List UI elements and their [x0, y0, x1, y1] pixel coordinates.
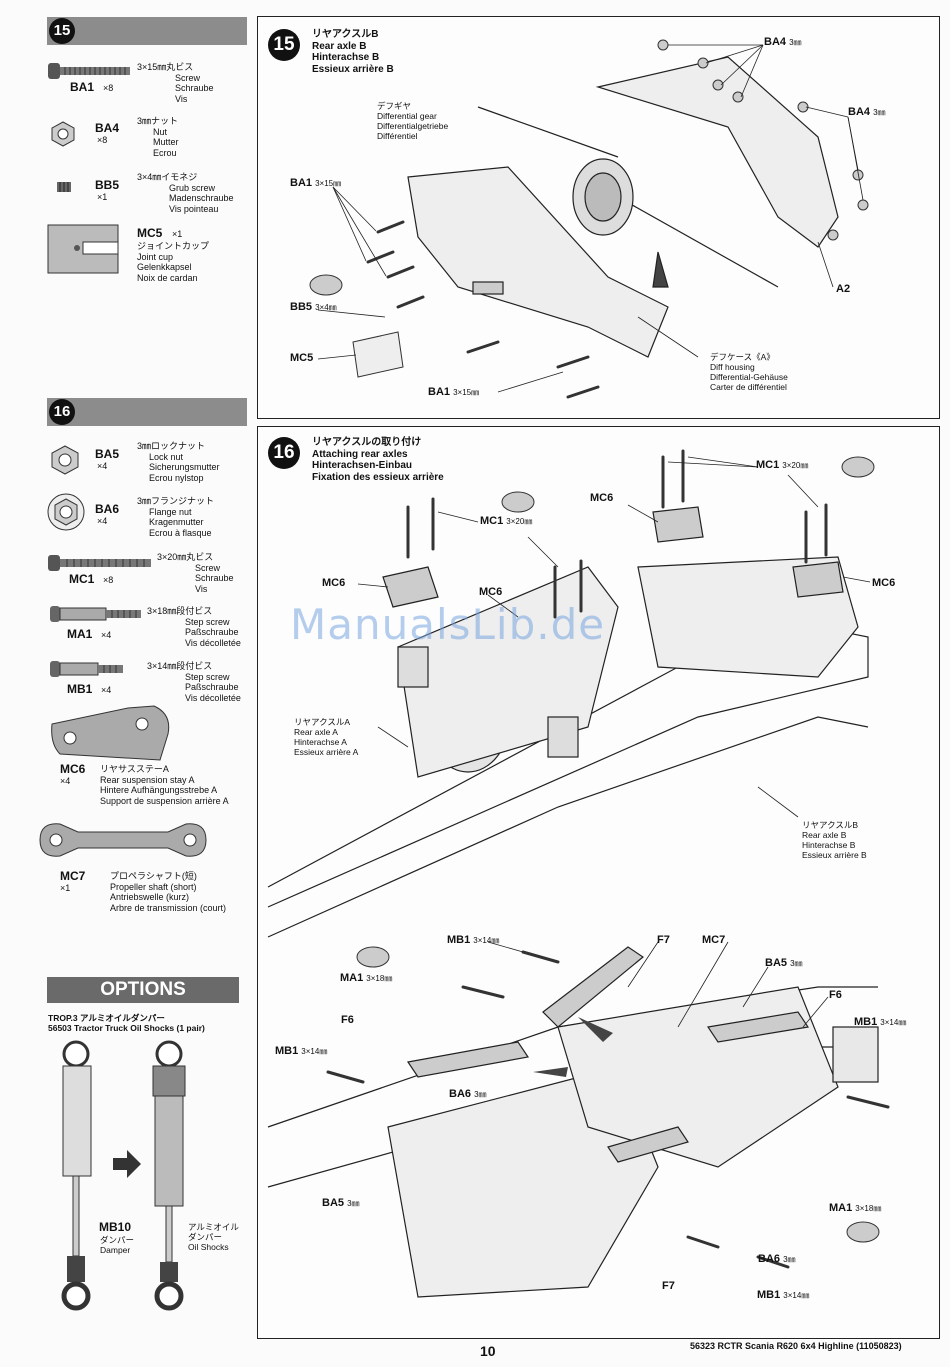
part-mc6-desc: リヤサスステーA Rear suspension stay A Hintere … — [100, 764, 229, 806]
mb1-step-screw-icon — [50, 661, 123, 677]
label-f6-right: F6 — [829, 989, 842, 1001]
part-ma1-desc: 3×18㎜段付ビス Step screw Paßschraube Vis déc… — [147, 606, 241, 648]
oil-shock-comparison-drawing — [61, 1040, 186, 1311]
mc7-propeller-shaft-icon — [39, 823, 207, 857]
options-description: TROP.3 アルミオイルダンパー 56503 Tractor Truck Oi… — [48, 1013, 205, 1033]
part-mc6-code: MC6 — [60, 762, 86, 776]
mc1-screw-icon — [48, 555, 151, 571]
label-rear-axle-a: リヤアクスルA Rear axle A Hinterachse A Essieu… — [294, 717, 359, 757]
label-mc1-left: MC1 3×20㎜ — [480, 515, 533, 527]
part-mc7-qty: ×1 — [60, 883, 71, 893]
label-mc7: MC7 — [702, 934, 726, 946]
ma1-step-screw-icon — [50, 606, 141, 622]
label-ba4-right: BA4 3㎜ — [848, 106, 886, 118]
product-code: 56323 RCTR Scania R620 6x4 Highline (110… — [690, 1341, 902, 1351]
label-a2: A2 — [836, 283, 851, 295]
label-ma1-bottom: MA1 3×18㎜ — [829, 1202, 882, 1214]
label-mc6-middle: MC6 — [479, 586, 503, 598]
bb5-grub-screw-icon — [57, 182, 71, 192]
option-mb10-code: MB10 — [99, 1220, 132, 1234]
label-mb1-right: MB1 3×14㎜ — [854, 1016, 907, 1028]
part-ba5-qty: ×4 — [97, 461, 108, 471]
step-16-title: リヤアクスルの取り付け Attaching rear axles Hintera… — [312, 437, 444, 483]
part-mc1-code: MC1 — [69, 572, 95, 586]
part-ba4-desc: 3㎜ナット Nut Mutter Ecrou — [137, 116, 179, 158]
label-mb1-bottom: MB1 3×14㎜ — [757, 1289, 810, 1301]
option-mb10-desc: ダンパー Damper — [100, 1235, 135, 1255]
part-bb5-desc: 3×4㎜イモネジ Grub screw Madenschraube Vis po… — [137, 172, 234, 214]
part-mc5-qty: ×1 — [172, 229, 183, 239]
ba5-lock-nut-icon — [51, 445, 79, 475]
part-bb5-qty: ×1 — [97, 192, 108, 202]
part-ba6-qty: ×4 — [97, 516, 108, 526]
label-mb1-left: MB1 3×14㎜ — [275, 1045, 328, 1057]
label-mb1-top: MB1 3×14㎜ — [447, 934, 500, 946]
part-ba6-code: BA6 — [95, 502, 120, 516]
options-heading: OPTIONS — [47, 977, 239, 1003]
label-ma1-top: MA1 3×18㎜ — [340, 972, 393, 984]
part-ba6-desc: 3㎜フランジナット Flange nut Kragenmutter Ecrou … — [137, 496, 215, 538]
step-15-title: リヤアクスルB Rear axle B Hinterachse B Essieu… — [312, 29, 394, 75]
ba1-screw-icon — [48, 63, 130, 79]
part-ba1-code: BA1 — [70, 80, 95, 94]
label-ba5-top: BA5 3㎜ — [765, 957, 803, 969]
label-f6-left: F6 — [341, 1014, 354, 1026]
page-number: 10 — [480, 1343, 496, 1359]
label-bb5: BB5 3×4㎜ — [290, 301, 337, 313]
part-ba1-qty: ×8 — [103, 83, 114, 93]
step-15-header: 15 — [47, 17, 247, 45]
part-ba1-desc: 3×15㎜丸ビス Screw Schraube Vis — [137, 62, 214, 104]
label-ba1-bottom: BA1 3×15㎜ — [428, 386, 480, 398]
step-16-big-number: 16 — [268, 437, 300, 469]
part-ma1-code: MA1 — [67, 627, 93, 641]
part-ba4-qty: ×8 — [97, 135, 108, 145]
manualslib-watermark: ManualsLib.de — [290, 600, 606, 649]
step-15-number: 15 — [49, 18, 75, 44]
label-mc6-left: MC6 — [322, 577, 346, 589]
label-diff-housing: デフケース《A》 Diff housing Differential-Gehäu… — [710, 352, 788, 392]
part-mb1-code: MB1 — [67, 682, 93, 696]
label-differential-gear: デフギヤ Differential gear Differentialgetri… — [377, 101, 449, 141]
option-aluminium-shock-desc: アルミオイル ダンパー Oil Shocks — [188, 1222, 239, 1252]
part-ba5-code: BA5 — [95, 447, 120, 461]
part-mc7-desc: プロペラシャフト(短) Propeller shaft (short) Antr… — [110, 871, 227, 913]
step-15-big-number: 15 — [268, 29, 300, 61]
part-mc1-desc: 3×20㎜丸ビス Screw Schraube Vis — [157, 552, 234, 594]
part-mc1-qty: ×8 — [103, 575, 114, 585]
ba4-nut-icon — [51, 121, 75, 147]
rear-axle-attachment-drawing — [267, 449, 890, 1298]
step-16-header: 16 — [47, 398, 247, 426]
label-f7-top: F7 — [657, 934, 670, 946]
part-ba5-desc: 3㎜ロックナット Lock nut Sicherungsmutter Ecrou… — [137, 441, 220, 483]
step-16-number: 16 — [49, 399, 75, 425]
label-ba1-left: BA1 3×15㎜ — [290, 177, 342, 189]
part-ba4-code: BA4 — [95, 121, 120, 135]
part-mc5-code: MC5 — [137, 226, 163, 240]
rear-axle-b-exploded-drawing — [309, 39, 869, 399]
label-mc5: MC5 — [290, 352, 314, 364]
ba6-flange-nut-icon — [47, 493, 85, 531]
label-rear-axle-b: リヤアクスルB Rear axle B Hinterachse B Essieu… — [802, 820, 867, 860]
part-mb1-desc: 3×14㎜段付ビス Step screw Paßschraube Vis déc… — [147, 661, 241, 703]
label-mc6-top: MC6 — [590, 492, 614, 504]
mc5-joint-cup-icon — [47, 224, 119, 274]
label-mc1-right: MC1 3×20㎜ — [756, 459, 809, 471]
mc6-suspension-stay-icon — [51, 705, 170, 761]
label-f7-bottom: F7 — [662, 1280, 675, 1292]
label-ba4-top: BA4 3㎜ — [764, 36, 802, 48]
label-ba5-bottom: BA5 3㎜ — [322, 1197, 360, 1209]
part-ma1-qty: ×4 — [101, 630, 112, 640]
label-ba6-middle: BA6 3㎜ — [449, 1088, 487, 1100]
part-bb5-code: BB5 — [95, 178, 120, 192]
part-mb1-qty: ×4 — [101, 685, 112, 695]
label-mc6-right: MC6 — [872, 577, 896, 589]
part-mc7-code: MC7 — [60, 869, 86, 883]
part-mc6-qty: ×4 — [60, 776, 71, 786]
part-mc5-desc: ジョイントカップ Joint cup Gelenkkapsel Noix de … — [137, 241, 210, 283]
label-ba6-bottom: BA6 3㎜ — [758, 1253, 796, 1265]
